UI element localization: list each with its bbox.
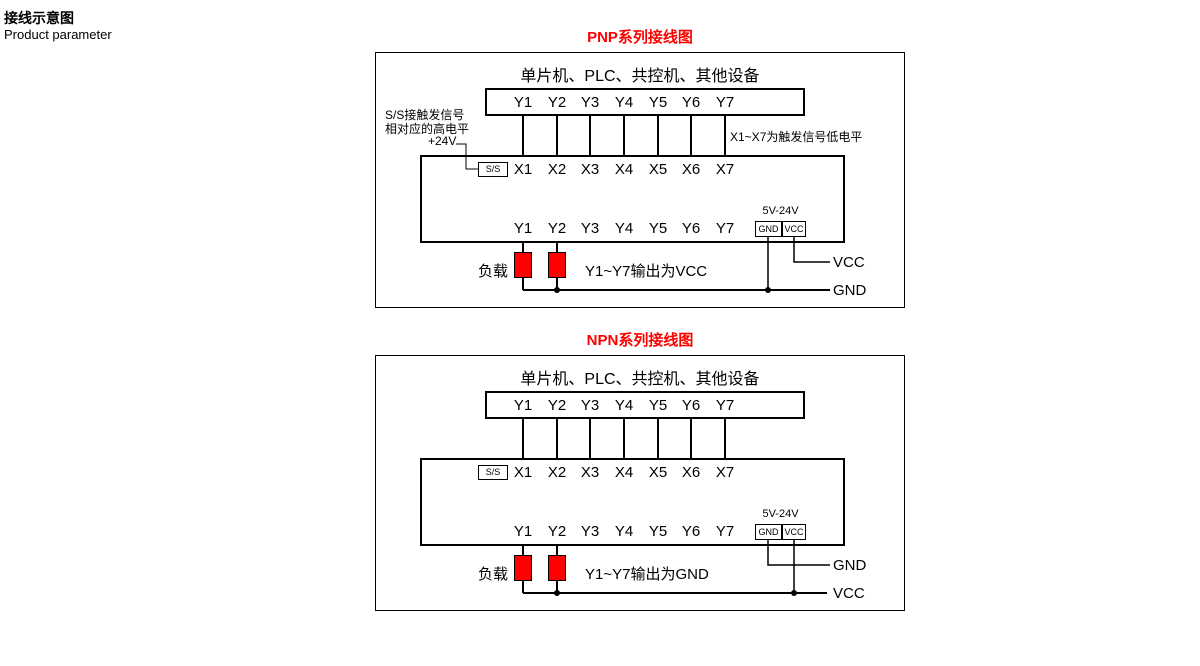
npn-diagram: NPN系列接线图 单片机、PLC、共控机、其他设备 Y1 Y2 Y3 Y4 Y5… xyxy=(375,327,905,617)
input-port: X2 xyxy=(547,464,567,481)
module-box xyxy=(420,458,845,546)
load-resistor-2 xyxy=(548,252,566,278)
ss-annotation-line1: S/S接触发信号 xyxy=(385,108,465,122)
output-port: Y4 xyxy=(614,523,634,540)
gnd-pin-box: GND xyxy=(755,524,782,540)
load-resistor-1 xyxy=(514,252,532,278)
ss-annotation-line3: +24V xyxy=(428,134,457,148)
input-port: X6 xyxy=(681,464,701,481)
output-port: Y1 xyxy=(513,523,533,540)
controller-port: Y6 xyxy=(681,397,701,414)
output-port: Y5 xyxy=(648,523,668,540)
diagram-frame xyxy=(375,355,905,611)
controller-port: Y7 xyxy=(715,397,735,414)
wiring-lines xyxy=(456,116,830,293)
vcc-rail-label: VCC xyxy=(833,585,865,602)
controller-port-box xyxy=(485,88,805,116)
controller-port: Y3 xyxy=(580,94,600,111)
controller-port: Y7 xyxy=(715,94,735,111)
input-port: X4 xyxy=(614,464,634,481)
controller-port: Y2 xyxy=(547,397,567,414)
pnp-diagram-title: PNP系列接线图 xyxy=(587,29,693,46)
controller-label: 单片机、PLC、共控机、其他设备 xyxy=(520,371,760,388)
wiring-lines xyxy=(522,419,830,596)
input-port: X6 xyxy=(681,161,701,178)
pnp-diagram: PNP系列接线图 单片机、PLC、共控机、其他设备 Y1 Y2 Y3 Y4 Y5… xyxy=(375,24,905,314)
input-port: X1 xyxy=(513,161,533,178)
power-range-label: 5V-24V xyxy=(762,508,799,520)
ss-pin-box: S/S xyxy=(478,162,508,177)
vcc-pin-box: VCC xyxy=(782,221,806,237)
input-port: X1 xyxy=(513,464,533,481)
page-title: 接线示意图 xyxy=(4,10,74,26)
controller-port: Y4 xyxy=(614,397,634,414)
controller-port: Y2 xyxy=(547,94,567,111)
output-port: Y7 xyxy=(715,523,735,540)
output-port: Y5 xyxy=(648,220,668,237)
input-level-annotation: X1~X7为触发信号低电平 xyxy=(730,130,863,144)
controller-port-box xyxy=(485,391,805,419)
page-subtitle: Product parameter xyxy=(4,27,112,42)
gnd-rail-label: GND xyxy=(833,282,867,299)
input-port: X5 xyxy=(648,161,668,178)
diagram-frame xyxy=(375,52,905,308)
output-port: Y4 xyxy=(614,220,634,237)
output-note: Y1~Y7输出为GND xyxy=(585,566,709,583)
controller-port: Y5 xyxy=(648,94,668,111)
load-resistor-2 xyxy=(548,555,566,581)
controller-port: Y5 xyxy=(648,397,668,414)
output-port: Y7 xyxy=(715,220,735,237)
output-port: Y3 xyxy=(580,523,600,540)
output-port: Y6 xyxy=(681,220,701,237)
load-resistor-1 xyxy=(514,555,532,581)
output-port: Y6 xyxy=(681,523,701,540)
ss-pin-box: S/S xyxy=(478,465,508,480)
output-port: Y2 xyxy=(547,220,567,237)
module-box xyxy=(420,155,845,243)
input-port: X7 xyxy=(715,464,735,481)
output-port: Y2 xyxy=(547,523,567,540)
controller-port: Y1 xyxy=(513,397,533,414)
load-label: 负载 xyxy=(478,263,509,280)
ss-annotation-line2: 相对应的高电平 xyxy=(385,122,470,136)
gnd-pin-box: GND xyxy=(755,221,782,237)
power-range-label: 5V-24V xyxy=(762,205,799,217)
output-port: Y3 xyxy=(580,220,600,237)
npn-diagram-title: NPN系列接线图 xyxy=(586,332,694,349)
vcc-pin-box: VCC xyxy=(782,524,806,540)
gnd-rail-label: GND xyxy=(833,557,867,574)
vcc-rail-label: VCC xyxy=(833,254,865,271)
output-note: Y1~Y7输出为VCC xyxy=(585,263,708,280)
controller-label: 单片机、PLC、共控机、其他设备 xyxy=(520,68,760,85)
input-port: X7 xyxy=(715,161,735,178)
input-port: X3 xyxy=(580,161,600,178)
input-port: X3 xyxy=(580,464,600,481)
load-label: 负载 xyxy=(478,566,509,583)
output-port: Y1 xyxy=(513,220,533,237)
controller-port: Y1 xyxy=(513,94,533,111)
controller-port: Y4 xyxy=(614,94,634,111)
input-port: X4 xyxy=(614,161,634,178)
controller-port: Y6 xyxy=(681,94,701,111)
input-port: X5 xyxy=(648,464,668,481)
controller-port: Y3 xyxy=(580,397,600,414)
input-port: X2 xyxy=(547,161,567,178)
